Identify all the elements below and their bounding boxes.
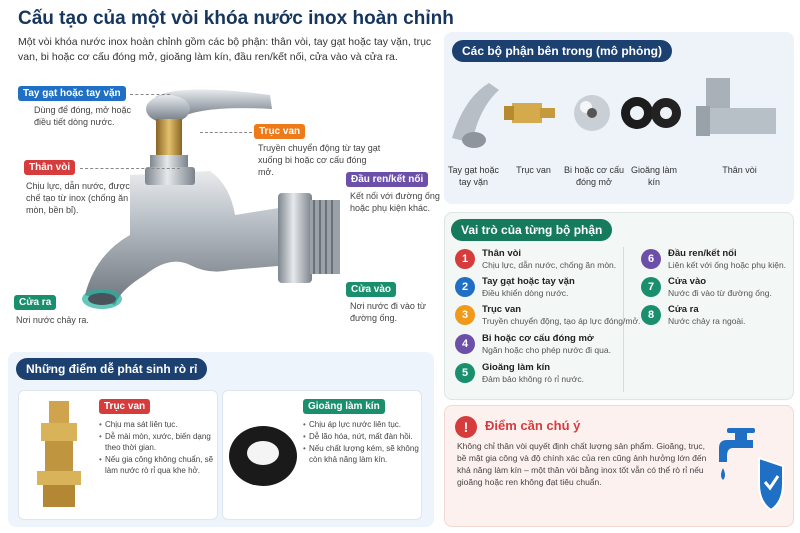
part-caption-handle: Tay gạt hoặc tay vặn <box>447 165 500 187</box>
role-number: 3 <box>455 305 475 325</box>
role-desc: Đảm bảo không rò rỉ nước. <box>482 374 584 384</box>
leak-stem-point: Dễ mài mòn, xước, biến dạng theo thời gi… <box>99 431 219 453</box>
role-desc: Liên kết với ống hoặc phụ kiện. <box>668 260 787 270</box>
callout-inlet-label: Cửa vào <box>346 282 397 297</box>
role-title: Trục van <box>482 304 522 315</box>
callout-stem-desc: Truyền chuyển động từ tay gạt xuống bi h… <box>258 143 381 177</box>
leak-card-stem: Trục van Chịu ma sát liên tục. Dễ mài mò… <box>18 390 218 520</box>
note-panel: ! Điểm cần chú ý Không chỉ thân vòi quyế… <box>444 405 794 527</box>
faucet-shield-icon <box>719 428 784 512</box>
callout-inlet-desc: Nơi nước đi vào từ đường ống. <box>350 301 426 323</box>
callout-handle-label: Tay gạt hoặc tay vặn <box>18 86 126 101</box>
role-number: 2 <box>455 277 475 297</box>
role-desc: Ngăn hoặc cho phép nước đi qua. <box>482 345 611 355</box>
role-title: Cửa ra <box>668 304 699 315</box>
callout-thread-label: Đầu ren/kết nối <box>346 172 429 187</box>
role-number: 6 <box>641 249 661 269</box>
leak-gasket-point: Chịu áp lực nước liên tục. <box>303 419 423 430</box>
callout-stem-label: Trục van <box>254 124 306 139</box>
page-title: Cấu tạo của một vòi khóa nước inox hoàn … <box>18 8 454 29</box>
role-desc: Chịu lực, dẫn nước, chống ăn mòn. <box>482 260 617 270</box>
leak-gasket-point: Nếu chất lượng kém, sẽ không còn khả năn… <box>303 443 423 465</box>
leak-points-panel: Những điểm dễ phát sinh rò rỉ Trục van C… <box>8 352 434 527</box>
warning-icon: ! <box>455 416 477 438</box>
role-desc: Nước chảy ra ngoài. <box>668 316 746 326</box>
callout-outlet-desc: Nơi nước chảy ra. <box>16 315 89 325</box>
leak-stem-point: Chịu ma sát liên tục. <box>99 419 219 430</box>
intro-text: Một vòi khóa nước inox hoàn chỉnh gồm cá… <box>18 36 432 63</box>
roles-title: Vai trò của từng bộ phận <box>451 219 613 241</box>
role-title: Đầu ren/kết nối <box>668 248 737 259</box>
role-desc: Điều khiển dòng nước. <box>482 288 569 298</box>
internal-parts-title: Các bộ phận bên trong (mô phỏng) <box>452 40 672 62</box>
role-title: Tay gạt hoặc tay vặn <box>482 276 575 287</box>
callout-handle-desc: Dùng để đóng, mở hoặc điều tiết dòng nướ… <box>34 105 131 127</box>
leak-stem-point: Nếu gia công không chuẩn, sẽ làm nước rò… <box>99 454 219 476</box>
role-title: Cửa vào <box>668 276 707 287</box>
role-number: 8 <box>641 305 661 325</box>
role-title: Gioăng làm kín <box>482 362 551 373</box>
leak-card-gasket: Gioăng làm kín Chịu áp lực nước liên tục… <box>222 390 422 520</box>
role-title: Thân vòi <box>482 248 522 259</box>
leak-card-gasket-title: Gioăng làm kín <box>303 399 385 414</box>
leak-points-title: Những điểm dễ phát sinh rò rỉ <box>16 358 208 380</box>
role-title: Bi hoặc cơ cấu đóng mở <box>482 333 594 344</box>
callout-thread-desc: Kết nối với đường ống hoặc phụ kiện khác… <box>350 191 440 213</box>
part-caption-ball: Bi hoặc cơ cấu đóng mở <box>564 165 624 187</box>
part-caption-gasket: Gioăng làm kín <box>630 165 678 187</box>
role-number: 1 <box>455 249 475 269</box>
note-text: Không chỉ thân vòi quyết định chất lượng… <box>457 441 707 487</box>
faucet-illustration <box>82 89 340 309</box>
stem-image <box>37 401 81 507</box>
callout-outlet-label: Cửa ra <box>14 295 57 310</box>
role-desc: Truyền chuyển động, tạo áp lực đóng/mở. <box>482 316 641 326</box>
internal-parts-panel: Các bộ phận bên trong (mô phỏng) Tay gạt… <box>444 32 794 204</box>
note-title: Điểm cần chú ý <box>485 418 581 433</box>
role-number: 5 <box>455 363 475 383</box>
leak-gasket-point: Dễ lão hóa, nứt, mất đàn hồi. <box>303 431 423 442</box>
role-desc: Nước đi vào từ đường ống. <box>668 288 772 298</box>
part-caption-body: Thân vòi <box>722 165 757 175</box>
callout-body-desc: Chịu lực, dẫn nước, được chế tạo từ inox… <box>26 181 130 215</box>
leak-card-stem-title: Trục van <box>99 399 151 414</box>
role-number: 7 <box>641 277 661 297</box>
role-number: 4 <box>455 334 475 354</box>
part-caption-stem: Trục van <box>516 165 551 175</box>
internal-parts-images <box>452 78 776 148</box>
callout-body-label: Thân vòi <box>24 160 76 175</box>
gasket-image <box>229 426 297 486</box>
